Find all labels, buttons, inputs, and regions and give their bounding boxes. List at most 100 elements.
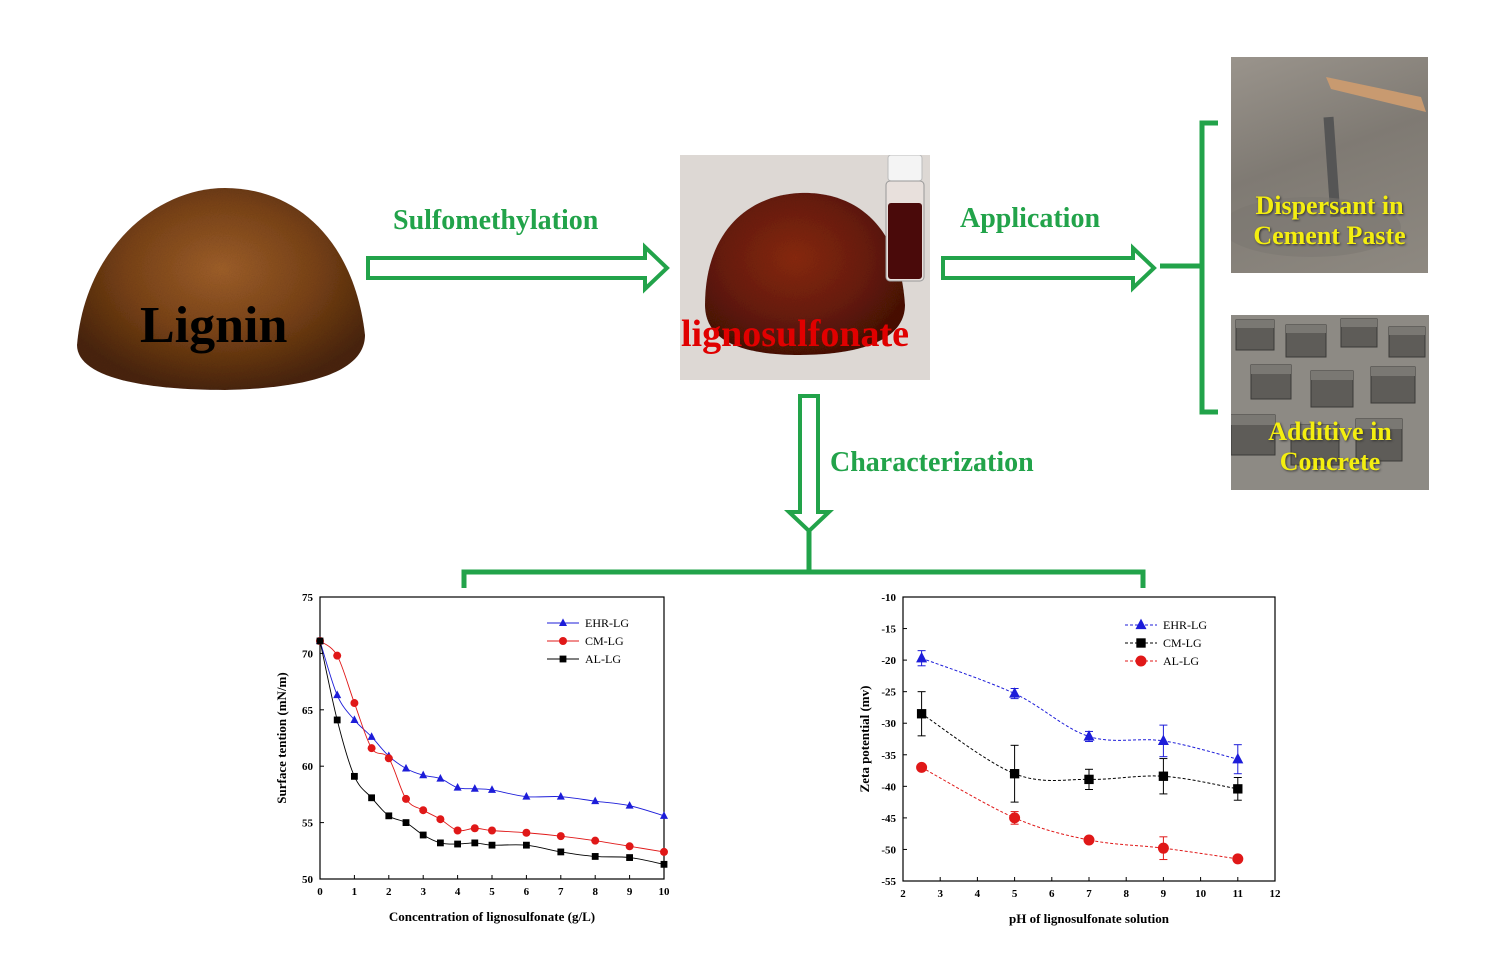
x-tick-label: 10 bbox=[1195, 888, 1207, 900]
legend-label: CM-LG bbox=[585, 634, 624, 648]
sulfomethylation-label: Sulfomethylation bbox=[393, 205, 599, 236]
data-point bbox=[367, 732, 376, 740]
y-axis-title: Zeta potential (mv) bbox=[857, 686, 872, 793]
data-point bbox=[1232, 752, 1244, 764]
series-cm-lg bbox=[916, 691, 1243, 803]
data-point bbox=[419, 831, 427, 839]
data-point bbox=[1158, 771, 1169, 781]
data-point bbox=[436, 815, 445, 824]
characterization-arrow bbox=[783, 394, 835, 534]
solution-vial-image bbox=[885, 155, 925, 282]
data-point bbox=[488, 841, 496, 849]
series-al-lg bbox=[916, 761, 1244, 865]
series-line bbox=[921, 657, 1238, 760]
y-tick-label: -25 bbox=[881, 687, 896, 699]
series-line bbox=[319, 640, 665, 865]
legend-marker bbox=[559, 655, 567, 663]
x-tick-label: 8 bbox=[592, 886, 598, 898]
series-ehr-lg bbox=[916, 650, 1244, 775]
data-point bbox=[402, 794, 410, 803]
x-tick-label: 6 bbox=[1049, 888, 1055, 900]
x-tick-label: 5 bbox=[1012, 888, 1018, 900]
y-tick-label: -55 bbox=[881, 876, 896, 888]
lignin-label: Lignin bbox=[140, 297, 288, 354]
data-point bbox=[660, 860, 668, 868]
y-tick-label: 60 bbox=[302, 761, 314, 773]
x-tick-label: 3 bbox=[937, 888, 943, 900]
x-tick-label: 2 bbox=[900, 888, 906, 900]
data-point bbox=[419, 770, 428, 779]
y-tick-label: -50 bbox=[881, 844, 896, 856]
data-point bbox=[1009, 769, 1020, 779]
x-tick-label: 9 bbox=[627, 886, 633, 898]
series-line bbox=[921, 713, 1238, 790]
legend-label: EHR-LG bbox=[1163, 618, 1207, 632]
data-point bbox=[1009, 812, 1021, 824]
data-point bbox=[419, 806, 428, 815]
data-point bbox=[556, 832, 565, 841]
application-bracket bbox=[1160, 120, 1218, 415]
concrete-blocks-image bbox=[1231, 318, 1426, 466]
data-point bbox=[454, 840, 461, 848]
x-tick-label: 1 bbox=[352, 886, 358, 898]
data-point bbox=[367, 744, 376, 753]
data-point bbox=[488, 826, 496, 835]
data-point bbox=[385, 812, 393, 820]
series-cm-lg bbox=[316, 636, 668, 856]
data-point bbox=[591, 796, 600, 805]
chart-legend: EHR-LG CM-LG AL-LG bbox=[1125, 618, 1207, 668]
data-point bbox=[556, 792, 565, 800]
data-point bbox=[470, 784, 479, 792]
characterization-bracket bbox=[461, 531, 1146, 588]
legend-label: AL-LG bbox=[1163, 654, 1199, 668]
x-tick-label: 10 bbox=[659, 886, 671, 898]
legend-label: CM-LG bbox=[1163, 636, 1202, 650]
dispersant-label-line1: Dispersant in bbox=[1255, 191, 1404, 220]
legend-marker bbox=[559, 618, 567, 626]
legend-marker bbox=[1135, 618, 1147, 630]
lignosulfonate-powder-image bbox=[705, 192, 905, 355]
series-line bbox=[319, 640, 665, 853]
lignin-powder-image bbox=[77, 188, 365, 390]
data-point bbox=[333, 716, 341, 724]
data-point bbox=[522, 792, 531, 800]
x-axis-title: Concentration of lignosulfonate (g/L) bbox=[389, 909, 595, 924]
y-tick-label: 70 bbox=[302, 648, 314, 660]
x-tick-label: 4 bbox=[975, 888, 981, 900]
x-tick-label: 8 bbox=[1123, 888, 1129, 900]
data-point bbox=[916, 651, 928, 663]
data-point bbox=[436, 774, 445, 782]
series-line bbox=[921, 766, 1238, 860]
data-point bbox=[333, 651, 342, 660]
x-tick-label: 7 bbox=[1086, 888, 1092, 900]
data-point bbox=[350, 699, 359, 708]
x-tick-label: 2 bbox=[386, 886, 392, 898]
application-label: Application bbox=[960, 203, 1101, 234]
y-tick-label: -20 bbox=[881, 655, 896, 667]
lignosulfonate-label: lignosulfonate bbox=[681, 313, 910, 355]
data-point bbox=[660, 811, 668, 819]
legend-marker bbox=[559, 637, 567, 645]
x-tick-label: 12 bbox=[1270, 888, 1282, 900]
dispersant-label-line2: Cement Paste bbox=[1253, 221, 1406, 250]
data-point bbox=[1083, 834, 1095, 846]
data-point bbox=[1232, 853, 1244, 865]
data-point bbox=[522, 828, 531, 837]
x-tick-label: 9 bbox=[1161, 888, 1167, 900]
lignosulfonate-photo bbox=[680, 155, 930, 380]
y-tick-label: -30 bbox=[881, 718, 896, 730]
data-point bbox=[916, 761, 928, 773]
y-tick-label: -35 bbox=[881, 750, 896, 762]
data-point bbox=[333, 690, 342, 699]
x-tick-label: 11 bbox=[1233, 888, 1243, 900]
y-tick-label: 50 bbox=[302, 874, 314, 886]
data-point bbox=[351, 772, 358, 780]
y-tick-label: -10 bbox=[881, 592, 896, 604]
data-point bbox=[453, 783, 462, 791]
x-tick-label: 4 bbox=[455, 886, 461, 898]
x-axis-title: pH of lignosulfonate solution bbox=[1009, 911, 1170, 926]
data-point bbox=[453, 826, 462, 835]
